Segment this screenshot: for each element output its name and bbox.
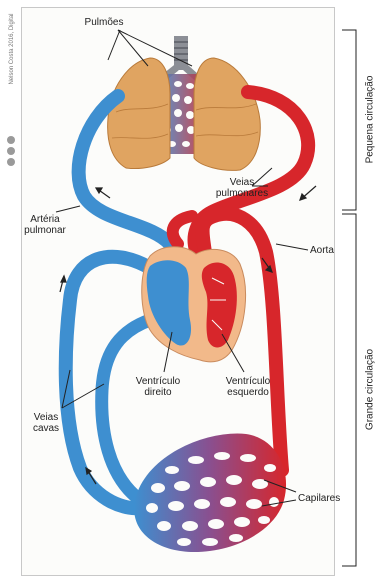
pequena-circulacao-label: Pequena circulação xyxy=(365,60,376,180)
veias-cavas-label: Veias cavas xyxy=(26,412,66,434)
ventriculo-direito-line2: direito xyxy=(128,387,188,398)
arteria-pulmonar-line2: pulmonar xyxy=(20,225,70,236)
veias-pulmonares-line1: Veias xyxy=(212,177,272,188)
credit-logo-icon xyxy=(7,136,15,166)
ventriculo-esquerdo-line2: esquerdo xyxy=(216,387,280,398)
pulmoes-label: Pulmões xyxy=(74,17,134,28)
veias-pulmonares-line2: pulmonares xyxy=(212,188,272,199)
capilares-label: Capilares xyxy=(298,493,340,504)
heart-icon xyxy=(142,247,246,362)
veias-cavas-line1: Veias xyxy=(26,412,66,423)
grande-circulacao-bracket xyxy=(342,214,356,566)
ventriculo-direito-label: Ventrículo direito xyxy=(128,376,188,398)
ventriculo-esquerdo-line1: Ventrículo xyxy=(216,376,280,387)
right-lung-icon xyxy=(194,58,260,170)
systemic-capillaries xyxy=(134,434,286,552)
ventriculo-esquerdo-label: Ventrículo esquerdo xyxy=(216,376,280,398)
aorta-label: Aorta xyxy=(310,245,334,256)
grande-circulacao-label: Grande circulação xyxy=(365,330,376,450)
arteria-pulmonar-label: Artéria pulmonar xyxy=(20,214,70,236)
veias-cavas-line2: cavas xyxy=(26,423,66,434)
left-lung-icon xyxy=(108,58,170,169)
arteria-pulmonar-line1: Artéria xyxy=(20,214,70,225)
pequena-circulacao-bracket xyxy=(342,30,356,210)
veias-pulmonares-label: Veias pulmonares xyxy=(212,177,272,199)
image-credit: Nelson Costa 2016, Digital xyxy=(9,1,15,97)
ventriculo-direito-line1: Ventrículo xyxy=(128,376,188,387)
